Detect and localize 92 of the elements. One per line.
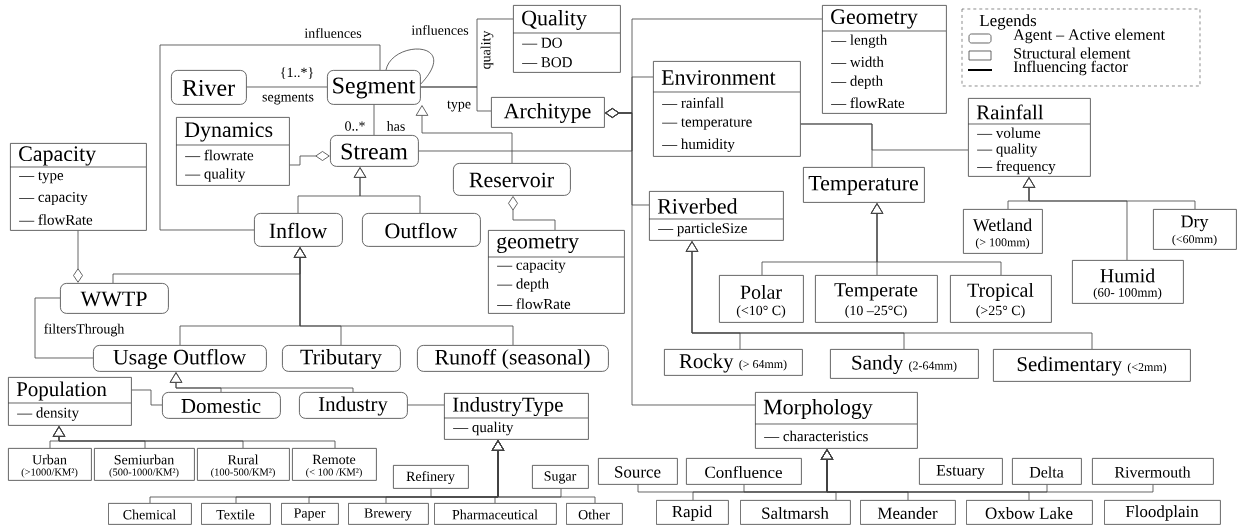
element-box: Semiurban (500-1000/KM²)	[94, 448, 195, 481]
inheritance-arrow	[820, 449, 1030, 501]
multiplicity-label: 0..*	[345, 121, 365, 131]
class-box: geometry — capacity — depth — flowRate	[487, 230, 625, 314]
agent-box: Inflow	[254, 213, 343, 247]
association-line	[407, 404, 445, 406]
agent-box: River	[171, 70, 247, 105]
element-box: Textile	[201, 503, 271, 525]
element-box: Other	[566, 503, 623, 525]
inheritance-arrow	[52, 426, 336, 449]
element-box: Rivermouth	[1092, 458, 1214, 485]
element-box: Source	[598, 458, 678, 485]
class-box: Riverbed — particleSize	[648, 191, 784, 241]
legend-text: Structural element	[1014, 47, 1131, 59]
element-box: Remote (< 100 /KM²)	[292, 448, 377, 481]
element-box: Refinery	[393, 465, 469, 489]
element-box: Meander	[860, 500, 956, 525]
multiplicity-label: {1..*}	[281, 67, 313, 79]
class-box: Population — density	[7, 377, 132, 426]
inheritance-arrow	[293, 247, 514, 346]
agent-box: Outflow	[362, 213, 481, 247]
aggregation-line	[605, 108, 756, 406]
agent-box: WWTP	[60, 283, 169, 314]
element-box: Estuary	[919, 458, 1003, 485]
association-line	[800, 123, 969, 151]
agent-box: Reservoir	[453, 163, 571, 196]
association-line	[385, 48, 434, 85]
element-box: Polar (<10° C)	[719, 275, 804, 323]
inheritance-arrow	[1022, 177, 1128, 261]
element-box: Floodplain	[1104, 500, 1221, 525]
element-box: Tropical (>25° C)	[950, 275, 1052, 323]
element-box: Wetland (> 100mm)	[963, 209, 1043, 254]
class-box: Rainfall — volume — quality — frequency	[967, 98, 1091, 177]
edge-label: quality	[479, 29, 495, 71]
association-line	[420, 86, 492, 112]
agent-box: Segment	[327, 70, 421, 105]
element-box: Architype	[491, 97, 605, 128]
class-box: Capacity — type — capacity — flowRate	[9, 143, 147, 231]
inheritance-arrow	[353, 167, 421, 214]
element-box: Paper	[281, 503, 339, 525]
element-box: Sedimentary (<2mm)	[993, 349, 1191, 382]
element-box: Chemical	[108, 503, 192, 525]
agent-box: Usage Outflow	[93, 345, 267, 372]
element-box: Saltmarsh	[740, 500, 851, 525]
edge-label: filtersThrough	[42, 322, 126, 338]
class-box: Dynamics — flowrate — quality	[175, 117, 290, 186]
association-line	[131, 389, 163, 406]
element-box: Temperate (10 –25°C)	[815, 275, 938, 323]
inheritance-arrow	[685, 241, 1093, 350]
element-box: Rapid	[656, 500, 729, 525]
element-box: Oxbow Lake	[966, 500, 1093, 525]
association-line	[34, 297, 94, 359]
edge-label: type	[446, 99, 472, 113]
edge-label: influences	[410, 24, 470, 36]
edge-label: has	[385, 120, 407, 132]
association-line	[246, 86, 328, 88]
element-box: Pharmaceutical	[434, 503, 557, 525]
class-box: Quality — DO — BOD	[512, 5, 621, 73]
agent-box: Runoff (seasonal)	[417, 345, 609, 372]
element-box: Dry (<60mm)	[1153, 209, 1237, 250]
element-box: Rocky (> 64mm)	[664, 349, 803, 376]
inheritance-arrow	[169, 372, 354, 393]
element-box: Sandy (2-64mm)	[830, 349, 979, 379]
legend-text: Influencing factor	[1013, 60, 1128, 76]
agent-box: Stream	[330, 135, 419, 167]
association-line	[159, 44, 381, 231]
element-box: Rural (100-500/KM²)	[197, 448, 290, 481]
legend-text: Agent – Active element	[1013, 28, 1165, 44]
legend-title: Legends	[979, 14, 1037, 30]
class-box: IndustryType — quality	[443, 393, 589, 440]
association-line	[373, 104, 375, 136]
element-box: Delta	[1012, 458, 1082, 485]
edge-label: segments	[261, 92, 315, 106]
class-box: Geometry — length — width — depth — flowRate	[821, 5, 947, 114]
inheritance-arrow	[415, 105, 513, 164]
aggregation-line	[508, 196, 556, 231]
element-box: Temperature	[803, 167, 925, 203]
inheritance-arrow	[870, 203, 1002, 276]
edge-label: influences	[303, 27, 363, 39]
agent-box: Domestic	[162, 392, 281, 419]
class-box: Environment — rainfall — temperature — humidity	[652, 61, 801, 157]
agent-box: Industry	[299, 392, 408, 419]
element-box: Urban (>1000/KM²)	[8, 448, 92, 481]
class-box: Morphology — characteristics	[754, 392, 918, 449]
element-box: Brewery	[348, 503, 429, 525]
agent-box: Tributary	[282, 345, 401, 372]
aggregation-line	[73, 230, 83, 283]
aggregation-line	[289, 151, 330, 166]
element-box: Confluence	[686, 458, 802, 485]
element-box: Humid (60- 100mm)	[1072, 260, 1184, 304]
element-box: Sugar	[532, 465, 589, 489]
inheritance-arrow	[491, 440, 596, 504]
